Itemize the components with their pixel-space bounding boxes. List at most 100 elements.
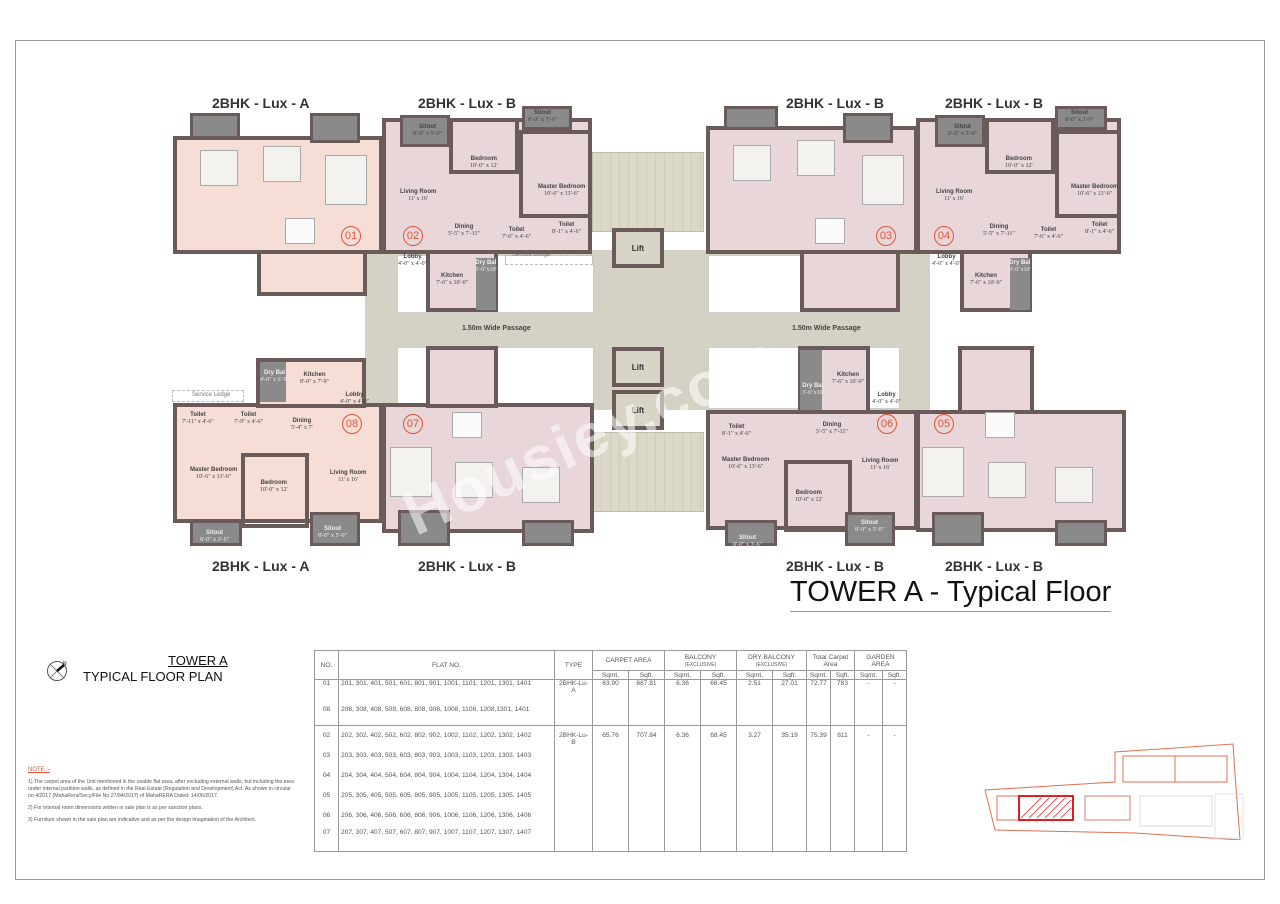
room-dim: 10'-0" x 12' bbox=[1005, 163, 1033, 170]
room-name: Bedroom bbox=[795, 490, 822, 496]
table-row: 03 203, 303, 403, 503, 603, 803, 903, 10… bbox=[314, 745, 907, 766]
room-dim: 8'-0" x 3'-6" bbox=[200, 537, 230, 544]
cell-flats: 207, 307, 407, 507, 607, 807, 907, 1007,… bbox=[338, 825, 555, 852]
drawing-title: TOWER A - Typical Floor bbox=[790, 576, 1112, 612]
notes-title: NOTE :- bbox=[28, 767, 50, 773]
header-balcony-sub: (EXCLUSIVE) bbox=[684, 661, 717, 668]
unit-04-bedroom-wall bbox=[985, 118, 1055, 174]
cell-garden-sqmt: - bbox=[854, 679, 883, 726]
room-dim: 7'-6" x 10'-0" bbox=[970, 280, 1003, 287]
room-name: Bedroom bbox=[470, 156, 497, 162]
unit-number-08: 08 bbox=[342, 414, 362, 434]
unit-title-01: 2BHK - Lux - A bbox=[212, 95, 310, 111]
unit-02-sitout-b bbox=[522, 106, 572, 130]
unit-05-sitout-1 bbox=[932, 512, 984, 546]
room-dim: 8'-1" x 4'-6" bbox=[1085, 229, 1115, 236]
room-name: Dry Bal bbox=[802, 383, 824, 389]
cell-no: 08 bbox=[314, 693, 339, 726]
room-dim: 7'-6" x 4'-6" bbox=[1034, 234, 1064, 241]
room-dim: 10'-0" x 12' bbox=[260, 487, 288, 494]
room-name: Sitout bbox=[954, 124, 972, 130]
room-dim: 7'-11" x 4'-6" bbox=[182, 419, 214, 426]
unit-06-sitout-a bbox=[845, 512, 895, 546]
room-name: Sitout bbox=[324, 526, 342, 532]
sub-sqmt: Sqmt. bbox=[664, 670, 701, 680]
room-dim: 7'-6" x 10'-0" bbox=[832, 379, 865, 386]
room-dim: 8'-0" x 5'-0" bbox=[318, 533, 348, 540]
unit-05-dining-table bbox=[985, 412, 1015, 438]
unit-title-08: 2BHK - Lux - A bbox=[212, 558, 310, 574]
unit-05-kitchen bbox=[958, 346, 1034, 414]
cell-bal-sqft: 68.45 bbox=[700, 725, 737, 852]
room-dim: 4'-0" x 4'-0" bbox=[932, 261, 962, 268]
unit-04-dry-balcony bbox=[1010, 258, 1030, 310]
unit-08-bedroom-wall bbox=[241, 453, 309, 528]
cell-carpet-sqft: 687.81 bbox=[628, 679, 665, 726]
unit-03-bed-2 bbox=[797, 140, 835, 176]
sub-sqmt: Sqmt. bbox=[736, 670, 773, 680]
unit-06-bedroom-wall bbox=[784, 460, 852, 532]
unit-08-sitout-a bbox=[310, 512, 360, 546]
room-name: Sitout bbox=[419, 124, 437, 130]
unit-number-02: 02 bbox=[403, 226, 423, 246]
room-name: Toilet bbox=[1040, 227, 1057, 233]
key-plan-highlight bbox=[1018, 795, 1074, 821]
unit-01-bed-2 bbox=[263, 146, 301, 182]
header-balcony: BALCONY(EXCLUSIVE) bbox=[664, 650, 737, 671]
room-name: Kitchen bbox=[441, 273, 464, 279]
sub-sqmt: Sqmt. bbox=[592, 670, 629, 680]
unit-02-bedroom-wall bbox=[449, 118, 519, 174]
note-1: 1) The carpet area of the Unit mentioned… bbox=[28, 779, 295, 800]
north-arrow-icon: N bbox=[47, 661, 67, 681]
unit-01-bed-1 bbox=[200, 150, 238, 186]
room-name: Living Room bbox=[400, 189, 437, 195]
unit-number-01: 01 bbox=[341, 226, 361, 246]
cell-no: 03 bbox=[314, 745, 339, 766]
cell-total-sqmt: 72.77 bbox=[806, 679, 831, 726]
room-name: Sitout bbox=[206, 530, 224, 536]
room-dim: 8'-0" x 3'-6" bbox=[528, 117, 558, 124]
room-name: Toilet bbox=[508, 227, 525, 233]
area-table: NO. FLAT NO. TYPE CARPET AREA BALCONY(EX… bbox=[314, 650, 907, 852]
unit-03-bed-3 bbox=[862, 155, 904, 205]
unit-04-master-wall bbox=[1055, 130, 1121, 218]
unit-03-sitout-1 bbox=[724, 106, 778, 130]
cell-no: 04 bbox=[314, 765, 339, 786]
room-dim: 11' x 16' bbox=[408, 196, 429, 203]
lift-2: Lift bbox=[612, 347, 664, 387]
room-dim: 10'-6" x 13'-6" bbox=[1077, 191, 1113, 198]
unit-01-bed-3 bbox=[325, 155, 367, 205]
room-name: Master Bedroom bbox=[1071, 184, 1119, 190]
service-ledge-label-bottom: Service Ledge bbox=[192, 392, 231, 398]
header-dry-balcony-label: DRY BALCONY bbox=[747, 653, 796, 661]
room-name: Toilet bbox=[558, 222, 575, 228]
cell-type: 2BHK-Lu-B bbox=[554, 725, 593, 852]
cell-flats: 203, 303, 403, 503, 603, 803, 903, 1003,… bbox=[338, 745, 555, 766]
header-total-carpet: Total Carpet Area bbox=[806, 650, 855, 671]
room-dim: 4'-0" x 6'-9" bbox=[260, 377, 290, 384]
cell-total-sqmt: 75.39 bbox=[806, 725, 831, 852]
cell-garden-sqft: - bbox=[882, 725, 907, 852]
cell-no: 01 bbox=[314, 679, 339, 694]
staircase-bottom bbox=[592, 432, 704, 512]
drawing-frame bbox=[15, 40, 1265, 880]
passage-label-left: 1.50m Wide Passage bbox=[462, 325, 531, 332]
